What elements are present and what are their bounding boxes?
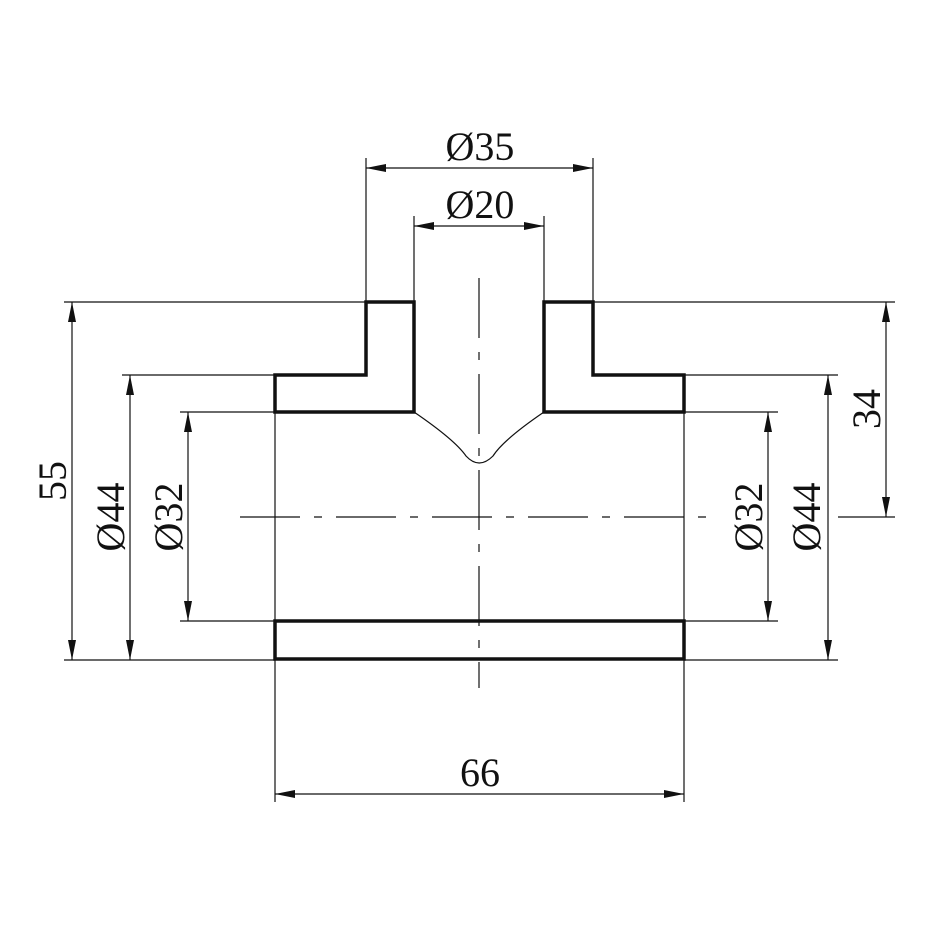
dim-right-outer-diameter: Ø44	[784, 483, 829, 552]
dim-overall-length: 66	[460, 750, 500, 795]
left-branch-section	[273, 300, 416, 414]
bore-intersection-curve	[413, 411, 545, 464]
dim-top-inner-diameter: Ø20	[446, 182, 515, 227]
extension-lines	[64, 158, 895, 802]
dim-left-inner-diameter: Ø32	[146, 483, 191, 552]
dimension-lines	[68, 164, 890, 798]
dim-branch-height: 34	[844, 389, 889, 429]
right-branch-section	[542, 300, 686, 414]
dim-right-inner-diameter: Ø32	[726, 483, 771, 552]
dim-top-outer-diameter: Ø35	[446, 124, 515, 169]
dim-overall-height: 55	[30, 461, 75, 501]
dim-left-outer-diameter: Ø44	[88, 483, 133, 552]
